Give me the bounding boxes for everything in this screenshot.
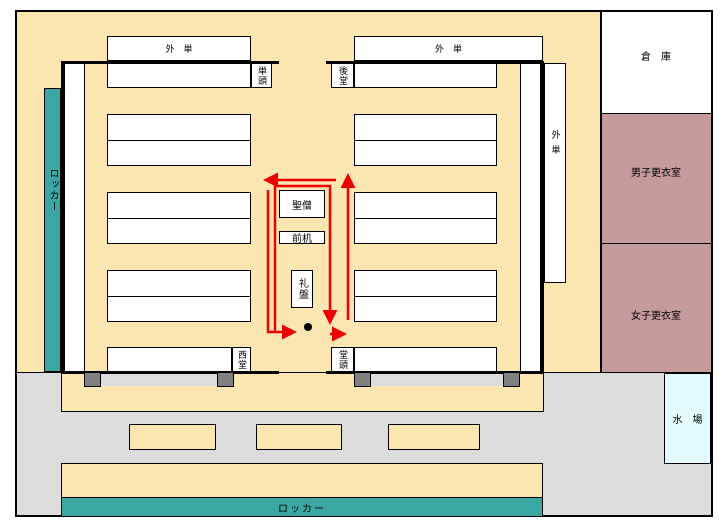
locker-bottom-label: ロッカー xyxy=(278,503,326,515)
pillar xyxy=(354,372,371,387)
inner-bench-right xyxy=(520,63,541,372)
room-male-changing xyxy=(601,114,711,244)
tatami-right-1 xyxy=(354,114,497,166)
corridor-bench xyxy=(388,424,480,450)
tatami-left-1 xyxy=(107,114,251,166)
outer-tan-right-label: 外単 xyxy=(549,130,560,160)
raiban-box xyxy=(291,270,313,308)
path-left-down xyxy=(266,190,297,340)
bottom-bench xyxy=(61,463,543,498)
tatami-right-2 xyxy=(354,192,497,244)
outer-tan-top-right-label: 外 単 xyxy=(434,45,462,55)
tantou-label: 単頭 xyxy=(256,65,266,86)
locker-bottom xyxy=(61,497,543,517)
locker-left xyxy=(44,88,61,372)
male-changing-label: 男子更衣室 xyxy=(631,168,681,179)
outer-tan-top-left-label: 外 単 xyxy=(165,45,193,55)
standing-point xyxy=(304,323,312,331)
godou-box xyxy=(331,63,354,88)
hall-wall-top-left xyxy=(61,61,279,64)
seat-bottom-right xyxy=(354,347,497,372)
female-changing-label: 女子更衣室 xyxy=(631,310,681,322)
corridor-bench xyxy=(256,424,342,450)
tatami-right-3 xyxy=(354,270,497,322)
mizuba-label: 水 場 xyxy=(672,415,703,426)
pillar xyxy=(217,372,234,387)
outer-tan-right xyxy=(544,63,566,283)
room-souko xyxy=(601,12,711,114)
seat-top-right xyxy=(354,63,497,88)
tantou-box xyxy=(251,63,272,88)
hall-wall-bottom-left xyxy=(61,371,279,374)
souko-label: 倉 庫 xyxy=(641,51,671,63)
hall-wall-left xyxy=(61,61,64,374)
doutou-box xyxy=(331,347,354,372)
corridor-bench xyxy=(129,424,216,450)
maeduku-box xyxy=(279,231,325,244)
pillar xyxy=(84,372,101,387)
hall-wall-bottom-right xyxy=(326,371,544,374)
seat-bottom-left xyxy=(107,347,232,372)
water-area xyxy=(664,373,711,464)
platform-inner-strip xyxy=(100,374,220,386)
tatami-left-3 xyxy=(107,270,251,322)
godou-label: 後堂 xyxy=(337,65,347,86)
locker-left-label: ロッカー xyxy=(47,168,58,212)
outer-tan-top-right xyxy=(354,36,543,61)
pillar xyxy=(503,372,520,387)
path-inner xyxy=(273,184,338,332)
inner-bench-left xyxy=(64,63,85,372)
raiban-label: 礼盤 xyxy=(296,278,308,300)
seidou-box xyxy=(232,347,251,372)
hall-wall-top-right xyxy=(326,61,544,64)
seidou-label: 西堂 xyxy=(236,349,246,370)
seat-top-left xyxy=(107,63,251,88)
hall-wall-right xyxy=(541,61,544,374)
maeduku-label: 前机 xyxy=(292,234,312,245)
tatami-left-2 xyxy=(107,192,251,244)
room-female-changing xyxy=(601,244,711,373)
shosou-label: 聖僧 xyxy=(292,200,312,212)
shosou-box xyxy=(279,190,325,218)
platform-inner-strip xyxy=(368,374,508,386)
outer-tan-top-left xyxy=(107,36,251,61)
doutou-label: 堂頭 xyxy=(337,349,347,370)
